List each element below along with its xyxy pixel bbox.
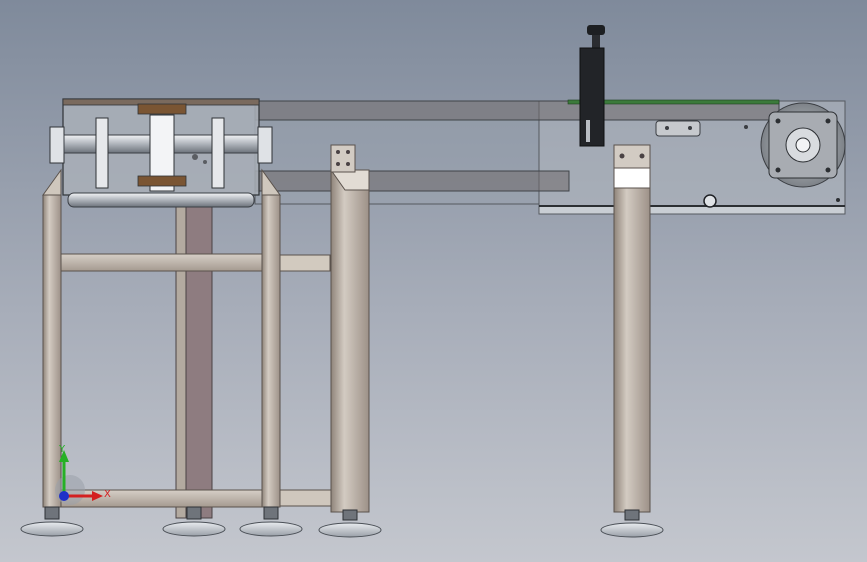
middle-support-leg[interactable] [330,169,370,513]
left-flange[interactable] [95,117,109,189]
roller-bolt [203,160,207,164]
front-leg-left[interactable] [42,194,62,508]
slot-bolt [665,126,669,130]
flange-bolt [775,167,781,173]
leveling-foot-2[interactable] [162,506,226,537]
roller-assembly[interactable] [49,98,273,208]
leveling-foot-3[interactable] [239,506,303,537]
x-axis-arrowhead [92,491,103,501]
rear-leg-edge[interactable] [175,204,187,519]
clamp-screw [592,35,600,49]
y-axis-label: Y [58,444,66,455]
leg-bevel-right [261,168,281,196]
plate-bolt [744,125,748,129]
right-flange[interactable] [211,117,225,189]
right-bearing-cap[interactable] [257,126,273,164]
bracket-hole [619,153,625,159]
leveling-foot-4[interactable] [318,509,382,538]
clamp-slot [586,120,590,142]
right-leg-bracket[interactable] [613,144,651,169]
rear-crossbar-upper[interactable] [279,254,331,272]
base-bolt [703,194,717,208]
clamp-knob-icon[interactable] [587,25,605,35]
leveling-foot-1[interactable] [20,506,84,537]
right-support-leg[interactable] [613,167,651,513]
lower-belt[interactable] [254,170,570,192]
belt-guide-strip[interactable] [567,99,780,105]
flange-bolt [825,118,831,124]
x-axis-label: X [104,489,111,500]
z-axis-dot [59,491,69,501]
middle-leg-bracket[interactable] [330,144,356,173]
drive-base-rail[interactable] [538,205,846,215]
leg-bevel-left [42,168,62,196]
top-bearing-block[interactable] [137,103,187,115]
front-crossbar-lower[interactable] [60,489,263,508]
bracket-hole [346,150,350,154]
rear-frame[interactable] [175,204,333,519]
front-frame[interactable] [42,144,651,513]
right-leg-label-band [613,167,651,189]
triad-sphere [55,475,85,505]
bottom-bearing-block[interactable] [137,175,187,187]
bracket-hole [336,150,340,154]
bracket-hole [336,162,340,166]
plate-bolt [836,198,840,202]
rear-crossbar-lower[interactable] [279,489,333,507]
front-leg-right[interactable] [261,194,281,508]
front-crossbar-upper[interactable] [60,253,263,272]
idler-roller[interactable] [67,192,255,208]
tension-slot-plate[interactable] [655,120,701,137]
middle-leg-top [330,169,370,191]
bracket-hole [346,162,350,166]
slot-bolt [688,126,692,130]
left-bearing-cap[interactable] [49,126,65,164]
bracket-hole [639,153,645,159]
rear-leg[interactable] [185,204,213,519]
flange-bolt [775,118,781,124]
roller-bolt [192,154,198,160]
coordinate-triad[interactable]: Y X [55,444,111,505]
sensor-clamp[interactable] [579,25,605,147]
flange-bolt [825,167,831,173]
clamp-body[interactable] [579,47,605,147]
leveling-foot-5[interactable] [600,509,664,538]
y-axis-arrowhead [59,450,69,462]
leveling-feet[interactable] [20,506,664,538]
motor-shaft[interactable] [795,137,811,153]
drive-unit[interactable] [655,102,846,208]
